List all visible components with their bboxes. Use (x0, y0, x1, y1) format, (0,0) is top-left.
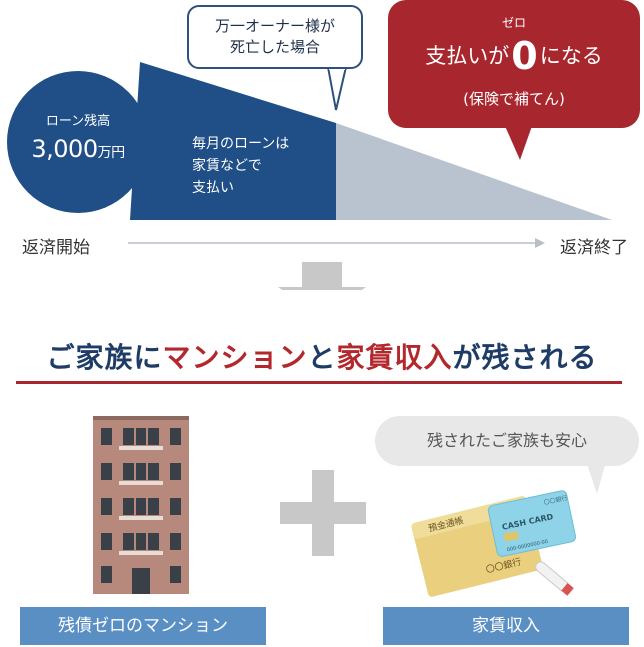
headline-part-4: 家賃収入 (336, 341, 453, 374)
death-bubble-line-1: 万一オーナー様が (214, 17, 335, 35)
death-bubble-line-2: 死亡した場合 (229, 38, 320, 56)
plus-icon (280, 470, 366, 556)
timeline-start-label: 返済開始 (22, 238, 90, 258)
bubble-right-tail (505, 126, 532, 160)
zero-payment-line: 支払いが0になる (388, 34, 640, 78)
passbook-and-card-icon: 預金通帳 〇〇銀行 〇〇銀行 CASH CARD 000-0000000-00 (411, 490, 577, 597)
headline: ご家族にマンションと家賃収入が残される (0, 336, 644, 376)
balance-amount: 3,000 (31, 135, 98, 163)
reassurance-text: 残されたご家族も安心 (426, 431, 587, 450)
headline-part-3: と (307, 341, 337, 374)
reassurance-speech-bubble: 残されたご家族も安心 (375, 416, 639, 466)
zero-post: になる (539, 44, 603, 68)
timeline-end-label: 返済終了 (560, 238, 628, 258)
headline-part-2: マンション (162, 341, 308, 374)
condo-label: 残債ゼロのマンション (20, 607, 266, 645)
down-arrow-icon (278, 262, 366, 290)
headline-part-5: が残される (452, 341, 598, 374)
insurance-note: (保険で補てん) (463, 90, 565, 108)
timeline-arrowhead (535, 238, 545, 248)
monthly-payment-line-3: 支払い (192, 180, 234, 196)
balance-unit: 万円 (97, 145, 126, 161)
balance-label: ローン残高 (45, 114, 111, 129)
bubble-left-tail (326, 66, 348, 111)
death-speech-bubble: 万一オーナー様が 死亡した場合 (187, 5, 363, 69)
remaining-area (336, 123, 612, 220)
rental-income-label: 家賃収入 (383, 607, 629, 645)
headline-underline (16, 381, 622, 384)
balance-amount-line: 3,000万円 (8, 135, 148, 163)
balance-circle-text: ローン残高 3,000万円 (8, 110, 148, 163)
apartment-building-icon (93, 416, 189, 594)
monthly-payment-line-2: 家賃などで (192, 158, 262, 174)
zero-pre: 支払いが (425, 44, 510, 68)
loan-diagram (7, 62, 612, 290)
zero-payment-bubble: ゼロ 支払いが0になる (保険で補てん) (388, 0, 640, 128)
zero-ruby: ゼロ (501, 16, 526, 30)
monthly-payment-line-1: 毎月のローンは (192, 136, 290, 152)
paid-area (130, 62, 336, 220)
monthly-payment-text: 毎月のローンは 家賃などで 支払い (192, 133, 289, 199)
reassurance-bubble-tail (585, 458, 607, 494)
zero-big: 0 (511, 34, 538, 78)
balance-circle (7, 71, 149, 213)
headline-part-1: ご家族に (46, 341, 163, 374)
